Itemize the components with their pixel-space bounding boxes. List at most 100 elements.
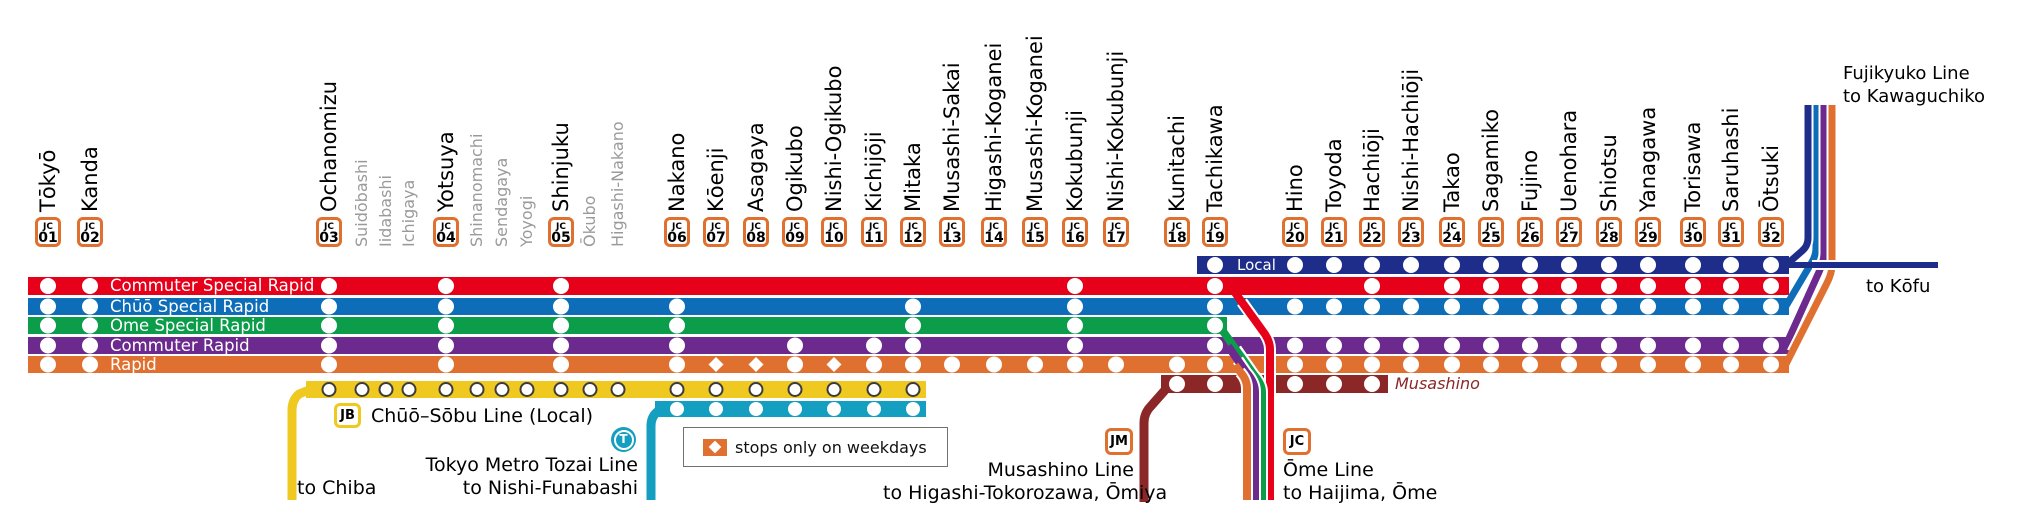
stop-marker-chuo_special_rapid-shiotsu [1601, 298, 1617, 315]
station-badge-code: JC [711, 222, 721, 232]
stop-marker-tozai-nakano [670, 402, 684, 416]
stop-marker-rapid-musashi-koganei [1027, 356, 1043, 373]
station-label-higashi-koganei: Higashi-Koganei [982, 42, 1006, 212]
station-label-higashi-nakano: Higashi-Nakano [608, 121, 627, 247]
jm-line-badge: JM [1105, 428, 1133, 455]
stop-marker-chuo_special_rapid-ochanomizu [321, 298, 337, 315]
stop-marker-local-fujino [1522, 257, 1538, 273]
station-label-kokubunji: Kokubunji [1063, 109, 1087, 212]
stop-marker-commuter_rapid-sagamiko [1483, 337, 1499, 354]
station-label-kanda: Kanda [78, 146, 102, 212]
stop-marker-musashino-hachioji [1364, 376, 1380, 392]
station-label-yotsuya: Yotsuya [434, 131, 458, 212]
station-label-yanagawa: Yanagawa [1636, 106, 1660, 212]
station-label-tachikawa: Tachikawa [1203, 104, 1227, 212]
stop-marker-commuter_rapid-yotsuya [438, 337, 454, 354]
stop-marker-commuter_special_rapid-uenohara [1561, 278, 1577, 294]
station-label-takao: Takao [1440, 152, 1464, 212]
ome-branch-label: Ōme Line to Haijima, Ōme [1283, 459, 1437, 505]
stop-marker-chuo_sobu-yoyogi [519, 382, 535, 397]
station-label-nakano: Nakano [665, 132, 689, 212]
musashino-line-name: Musashino Line [987, 459, 1135, 481]
stop-marker-chuo_sobu-sendagaya [494, 382, 510, 397]
stop-marker-chuo_special_rapid-kanda [82, 298, 98, 315]
stop-marker-commuter_rapid-shiotsu [1601, 337, 1617, 354]
stop-marker-commuter_special_rapid-shinjuku [553, 278, 569, 294]
station-badge-code: JC [1726, 222, 1736, 232]
stop-marker-tozai-nishi-ogikubo [827, 402, 841, 416]
stop-marker-rapid-fujino [1522, 356, 1538, 373]
station-badge-number: 19 [1205, 230, 1225, 246]
stop-marker-commuter_special_rapid-fujino [1522, 278, 1538, 294]
stop-marker-local-hachioji [1364, 257, 1380, 273]
station-label-koenji: Kōenji [704, 147, 728, 212]
stop-marker-local-uenohara [1561, 257, 1577, 273]
station-label-yoyogi: Yoyogi [517, 195, 536, 247]
stop-marker-local-takao [1444, 257, 1460, 273]
station-badge-code: JC [556, 222, 566, 232]
stop-marker-commuter_special_rapid-yotsuya [438, 278, 454, 294]
station-badge-code: JC [1406, 222, 1416, 232]
stop-marker-chuo_sobu-ogikubo [787, 382, 803, 397]
stop-marker-tozai-mitaka [906, 402, 920, 416]
stop-marker-commuter_special_rapid-torisawa [1685, 278, 1701, 294]
stop-marker-commuter_special_rapid-hachioji [1364, 278, 1380, 294]
station-badge-number: 11 [864, 230, 884, 246]
stop-marker-commuter_special_rapid-yanagawa [1640, 278, 1656, 294]
station-label-fujino: Fujino [1518, 149, 1542, 212]
station-badge-code: JC [751, 222, 761, 232]
station-badge-code: JC [1604, 222, 1614, 232]
station-badge-code: JC [1172, 222, 1182, 232]
station-label-nishi-ogikubo: Nishi-Ogikubo [822, 65, 846, 213]
stop-marker-rapid-hachioji [1364, 356, 1380, 373]
stop-marker-local-otsuki [1763, 257, 1779, 273]
stop-marker-chuo_sobu-koenji [708, 382, 724, 397]
stop-marker-chuo_sobu-higashi-nakano [610, 382, 626, 397]
station-badge-code: JC [1447, 222, 1457, 232]
stop-marker-commuter_rapid-fujino [1522, 337, 1538, 354]
stop-marker-rapid-uenohara [1561, 356, 1577, 373]
weekday-stop-diamond-icon [703, 438, 727, 456]
stop-marker-commuter_rapid-takao [1444, 337, 1460, 354]
stop-marker-local-saruhashi [1723, 257, 1739, 273]
ome-branch-commuter-special-rapid [1227, 284, 1274, 500]
stop-marker-musashino-tachikawa [1207, 376, 1223, 392]
station-badge-number: 27 [1559, 230, 1579, 246]
station-label-iidabashi: Iidabashi [376, 174, 395, 247]
station-badge-number: 03 [319, 230, 339, 246]
station-label-kunitachi: Kunitachi [1165, 115, 1189, 212]
station-badge-number: 20 [1285, 230, 1305, 246]
station-badge-number: 31 [1721, 230, 1741, 246]
stop-marker-local-torisawa [1685, 257, 1701, 273]
stop-marker-chuo_sobu-kichijoji [866, 382, 882, 397]
station-label-shinanomachi: Shinanomachi [467, 133, 486, 247]
stop-marker-local-shiotsu [1601, 257, 1617, 273]
stop-marker-commuter_special_rapid-kanda [82, 278, 98, 294]
stop-marker-tozai-koenji [709, 402, 723, 416]
stop-marker-rapid-yanagawa [1640, 356, 1656, 373]
stop-marker-commuter_rapid-mitaka [905, 337, 921, 354]
stop-marker-commuter_rapid-saruhashi [1723, 337, 1739, 354]
stop-marker-rapid-nakano [669, 356, 685, 373]
station-label-okubo: Ōkubo [580, 195, 599, 247]
station-badge-number: 28 [1599, 230, 1619, 246]
station-badge-code: JC [790, 222, 800, 232]
legend-text: stops only on weekdays [735, 437, 927, 457]
station-label-sendagaya: Sendagaya [492, 157, 511, 247]
stop-marker-chuo_sobu-asagaya [748, 382, 764, 397]
stop-marker-commuter_special_rapid-shiotsu [1601, 278, 1617, 294]
station-badge-code: JC [441, 222, 451, 232]
ome-destination: to Haijima, Ōme [1283, 482, 1438, 504]
service-label-rapid: Rapid [110, 355, 157, 374]
stop-marker-commuter_rapid-yanagawa [1640, 337, 1656, 354]
